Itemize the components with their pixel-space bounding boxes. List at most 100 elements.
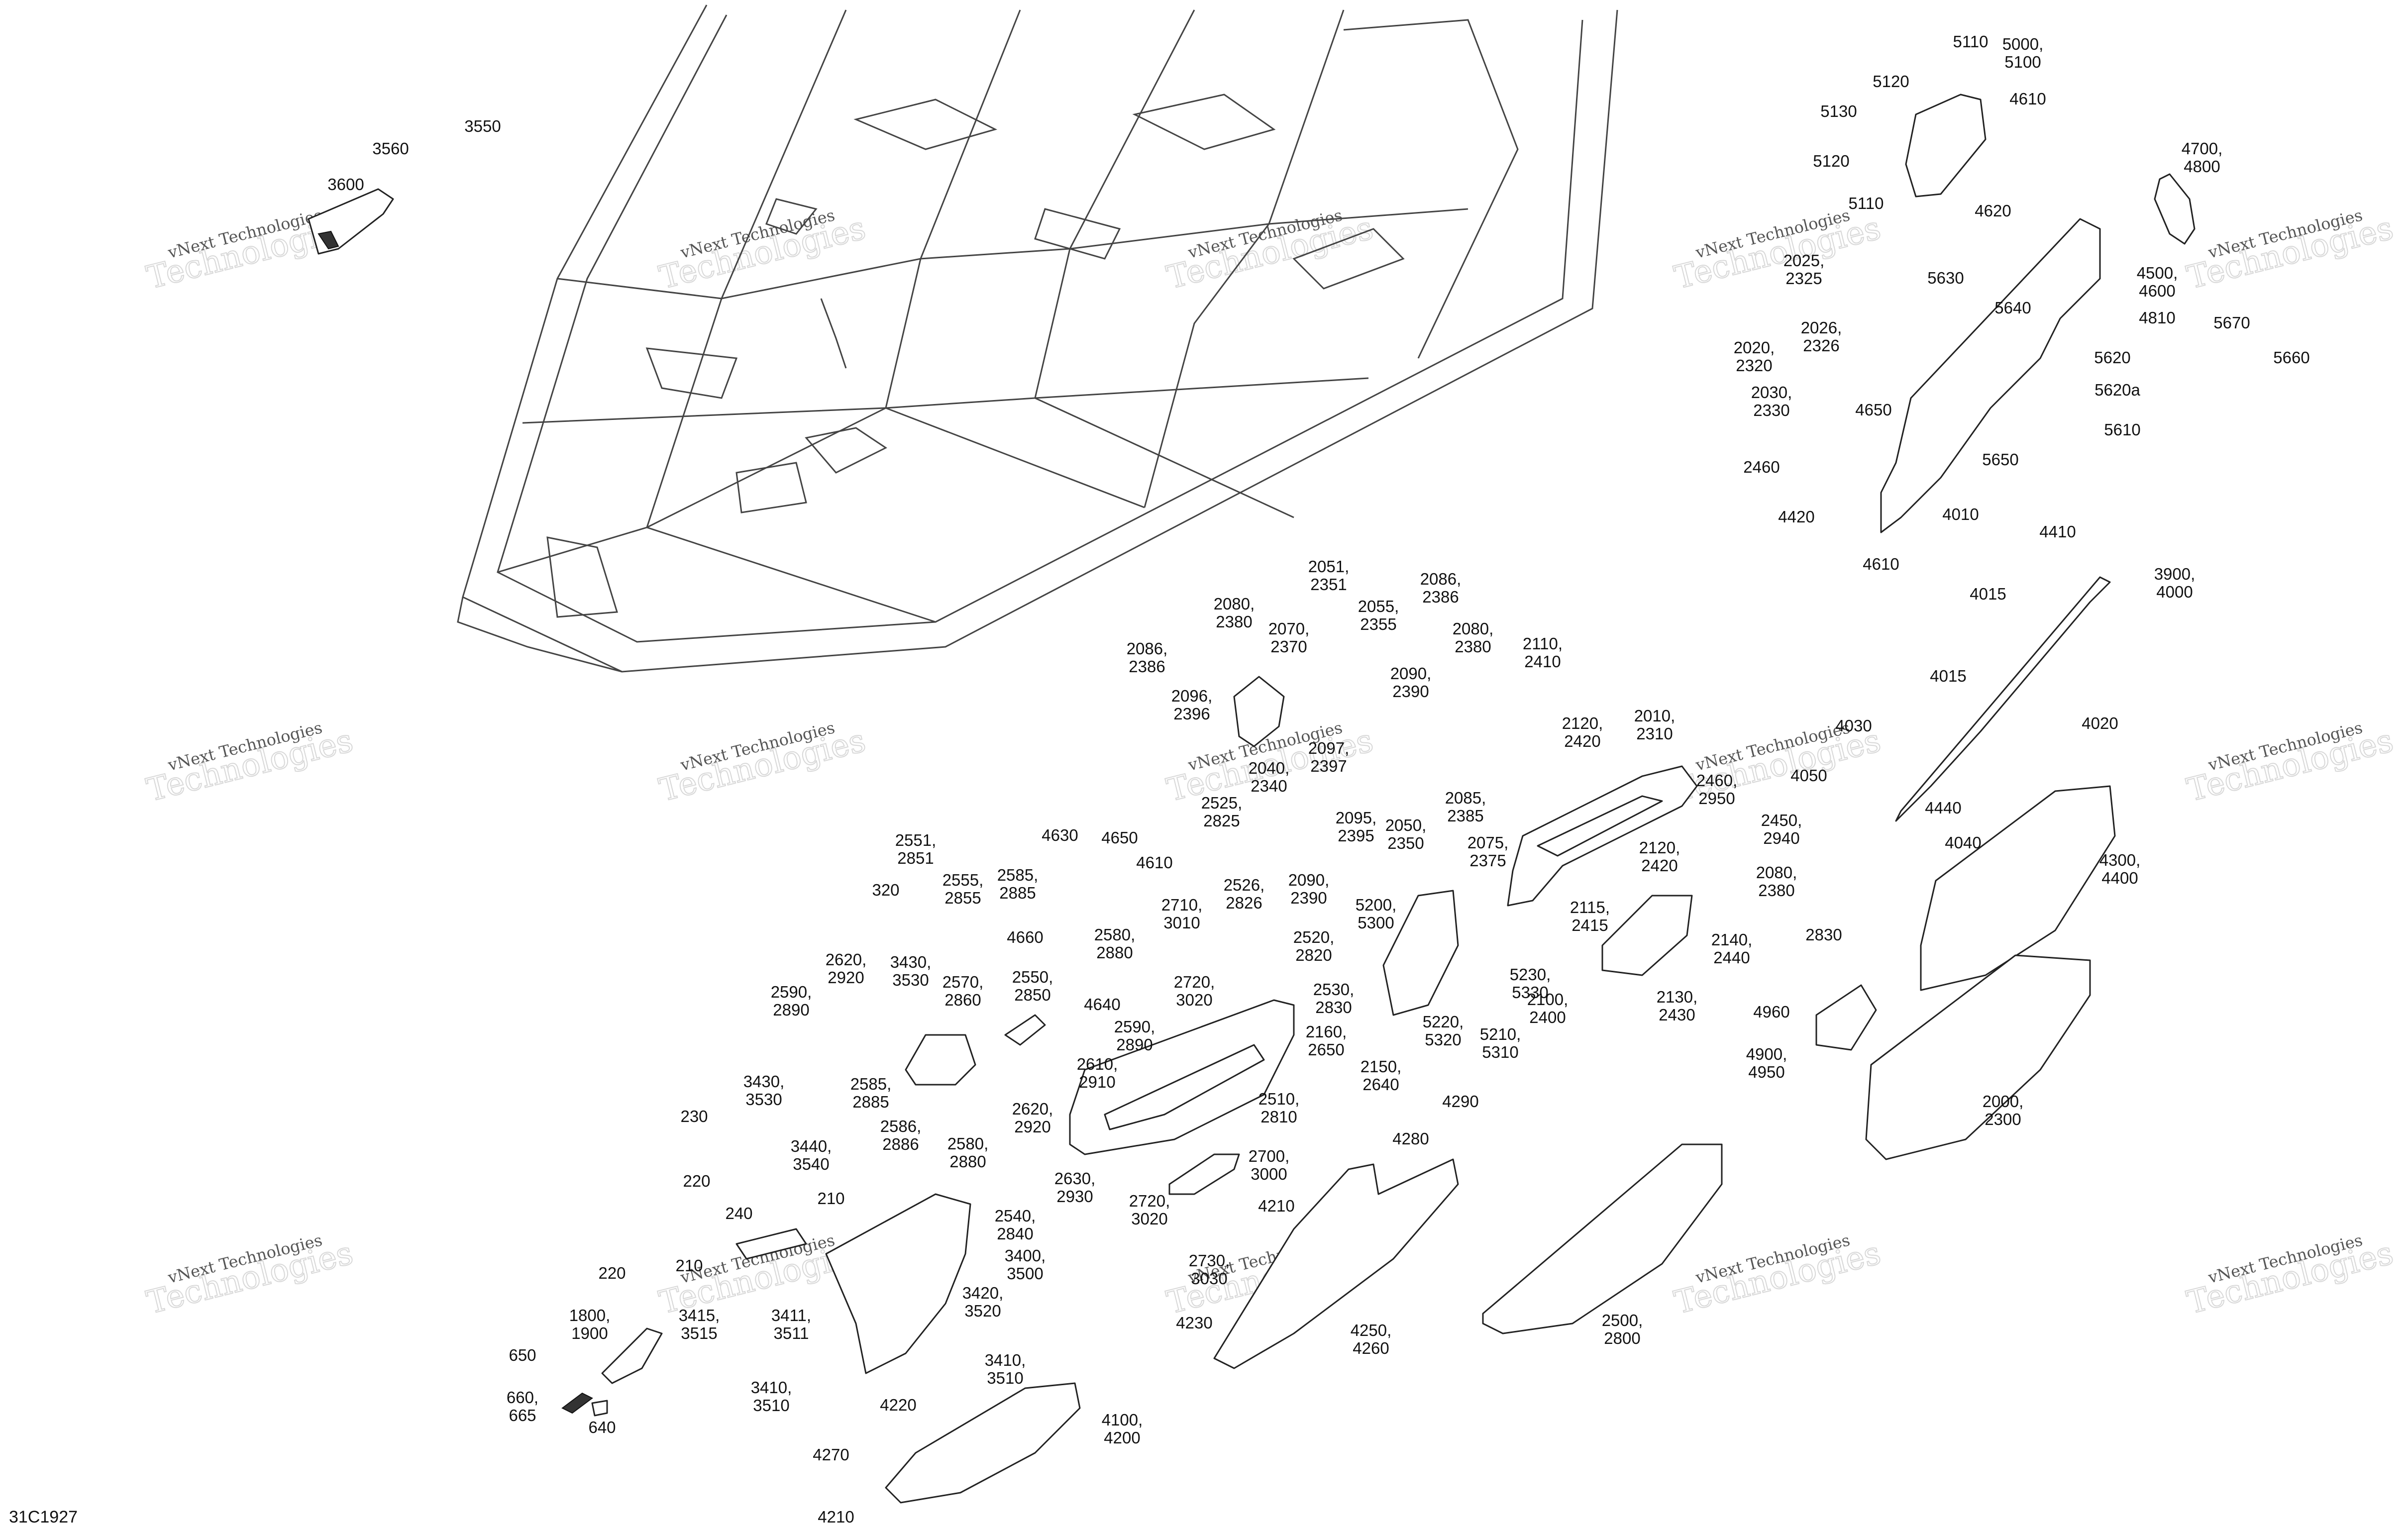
callout-line: 2820 [1295,946,1332,964]
callout-4280: 4280 [1392,1129,1429,1148]
callout-2055: 2055,2355 [1358,597,1399,633]
callout-line: 2380 [1455,637,1491,656]
callout-line: 2886 [882,1135,919,1153]
callout-2510: 2510,2810 [1258,1090,1300,1126]
callout-4420: 4420 [1778,508,1814,526]
callout-line: 2310 [1636,724,1673,743]
callout-line: 4640 [1084,995,1120,1014]
callout-2130: 2130,2430 [1657,988,1698,1024]
callout-line: 3440, [791,1137,832,1155]
callout-line: 5210, [1480,1025,1521,1043]
callout-line: 2400 [1529,1008,1566,1026]
callout-3550: 3550 [464,117,501,135]
callout-line: 2720, [1129,1192,1170,1210]
callout-2730: 2730,3030 [1189,1251,1230,1288]
part-4250-rocker [1213,1158,1459,1369]
callout-line: 3411, [771,1306,811,1325]
callout-4230: 4230 [1176,1314,1212,1332]
callout-4015a: 4015 [1970,585,2006,603]
callout-line: 2085, [1445,789,1486,807]
callout-4210b: 4210 [818,1508,854,1526]
callout-3430b: 3430,3530 [743,1072,785,1109]
part-1800-bracket [601,1327,663,1384]
callout-line: 2885 [852,1093,889,1111]
callout-line: 4440 [1925,799,1961,817]
callout-line: 2620, [826,950,867,969]
callout-line: 240 [725,1204,752,1223]
callout-line: 5610 [2104,420,2140,439]
callout-4210a: 4210 [1258,1197,1294,1215]
callout-3410a: 3410,3510 [985,1351,1026,1387]
callout-line: 2620, [1012,1100,1053,1118]
callout-2460: 2460 [1743,458,1780,476]
callout-line: 5320 [1425,1030,1461,1049]
callout-line: 5100 [2004,53,2041,71]
callout-3415: 3415,3515 [679,1306,720,1342]
callout-5630: 5630 [1927,269,1964,287]
callout-4220: 4220 [880,1396,916,1414]
callout-line: 4660 [1007,928,1043,946]
callout-210b: 210 [675,1256,703,1275]
callout-2096: 2096,2396 [1171,687,1213,723]
callout-line: 4500, [2137,264,2178,282]
callout-2580a: 2580,2880 [1094,925,1136,962]
callout-line: 4220 [880,1396,916,1414]
callout-line: 3515 [681,1324,717,1342]
callout-line: 220 [598,1264,626,1282]
callout-line: 2351 [1310,575,1347,594]
callout-line: 230 [680,1107,708,1125]
callout-line: 5120 [1873,72,1909,91]
callout-3400: 3400,3500 [1005,1246,1046,1283]
part-3600-bracket [308,188,394,255]
callout-2051: 2051,2351 [1308,557,1350,594]
callout-2500: 2500,2800 [1602,1311,1643,1347]
callout-4050: 4050 [1790,766,1827,785]
callout-line: 4400 [2101,869,2138,887]
callout-210a: 210 [817,1189,844,1208]
callout-2710: 2710,3010 [1161,896,1203,932]
callout-line: 4270 [813,1445,849,1464]
callout-line: 4015 [1930,667,1966,685]
callout-line: 2150, [1361,1057,1402,1076]
callout-line: 4010 [1942,505,1979,523]
callout-2555: 2555,2855 [942,871,984,907]
callout-2620b: 2620,2920 [1012,1100,1053,1136]
callout-line: 2040, [1249,759,1290,777]
callout-2086b: 2086,2386 [1127,639,1168,676]
callout-2097: 2097,2397 [1308,739,1350,775]
callout-line: 2300 [1985,1110,2021,1128]
callout-line: 5630 [1927,269,1964,287]
callout-line: 5130 [1820,102,1857,120]
part-4300-panel [1920,785,2116,991]
callout-4640: 4640 [1084,995,1120,1014]
callout-line: 2397 [1310,757,1347,775]
callout-line: 2880 [1096,943,1133,962]
callout-2070: 2070,2370 [1268,619,1310,656]
callout-line: 3500 [1007,1264,1043,1283]
callout-line: 2420 [1641,856,1677,875]
callout-line: 3000 [1251,1165,1287,1183]
callout-line: 2650 [1308,1040,1344,1059]
callout-5120b: 5120 [1813,152,1849,170]
callout-line: 5310 [1482,1043,1518,1061]
callout-line: 5330 [1512,983,1548,1002]
callout-3411: 3411,3511 [771,1306,811,1342]
callout-line: 4700, [2182,139,2223,158]
callout-line: 2526, [1224,876,1265,894]
callout-4010: 4010 [1942,505,1979,523]
callout-2150: 2150,2640 [1361,1057,1402,1094]
callout-line: 2550, [1012,968,1053,986]
callout-5220: 5220,5320 [1423,1013,1464,1049]
callout-line: 4250, [1351,1321,1392,1339]
callout-line: 2885 [999,884,1036,902]
callout-line: 4290 [1442,1092,1478,1111]
callout-line: 2826 [1226,894,1262,912]
callout-line: 2910 [1079,1073,1115,1091]
callout-line: 2090, [1390,664,1432,683]
callout-2090b: 2090,2390 [1288,871,1330,907]
callout-4300: 4300,4400 [2099,851,2141,887]
